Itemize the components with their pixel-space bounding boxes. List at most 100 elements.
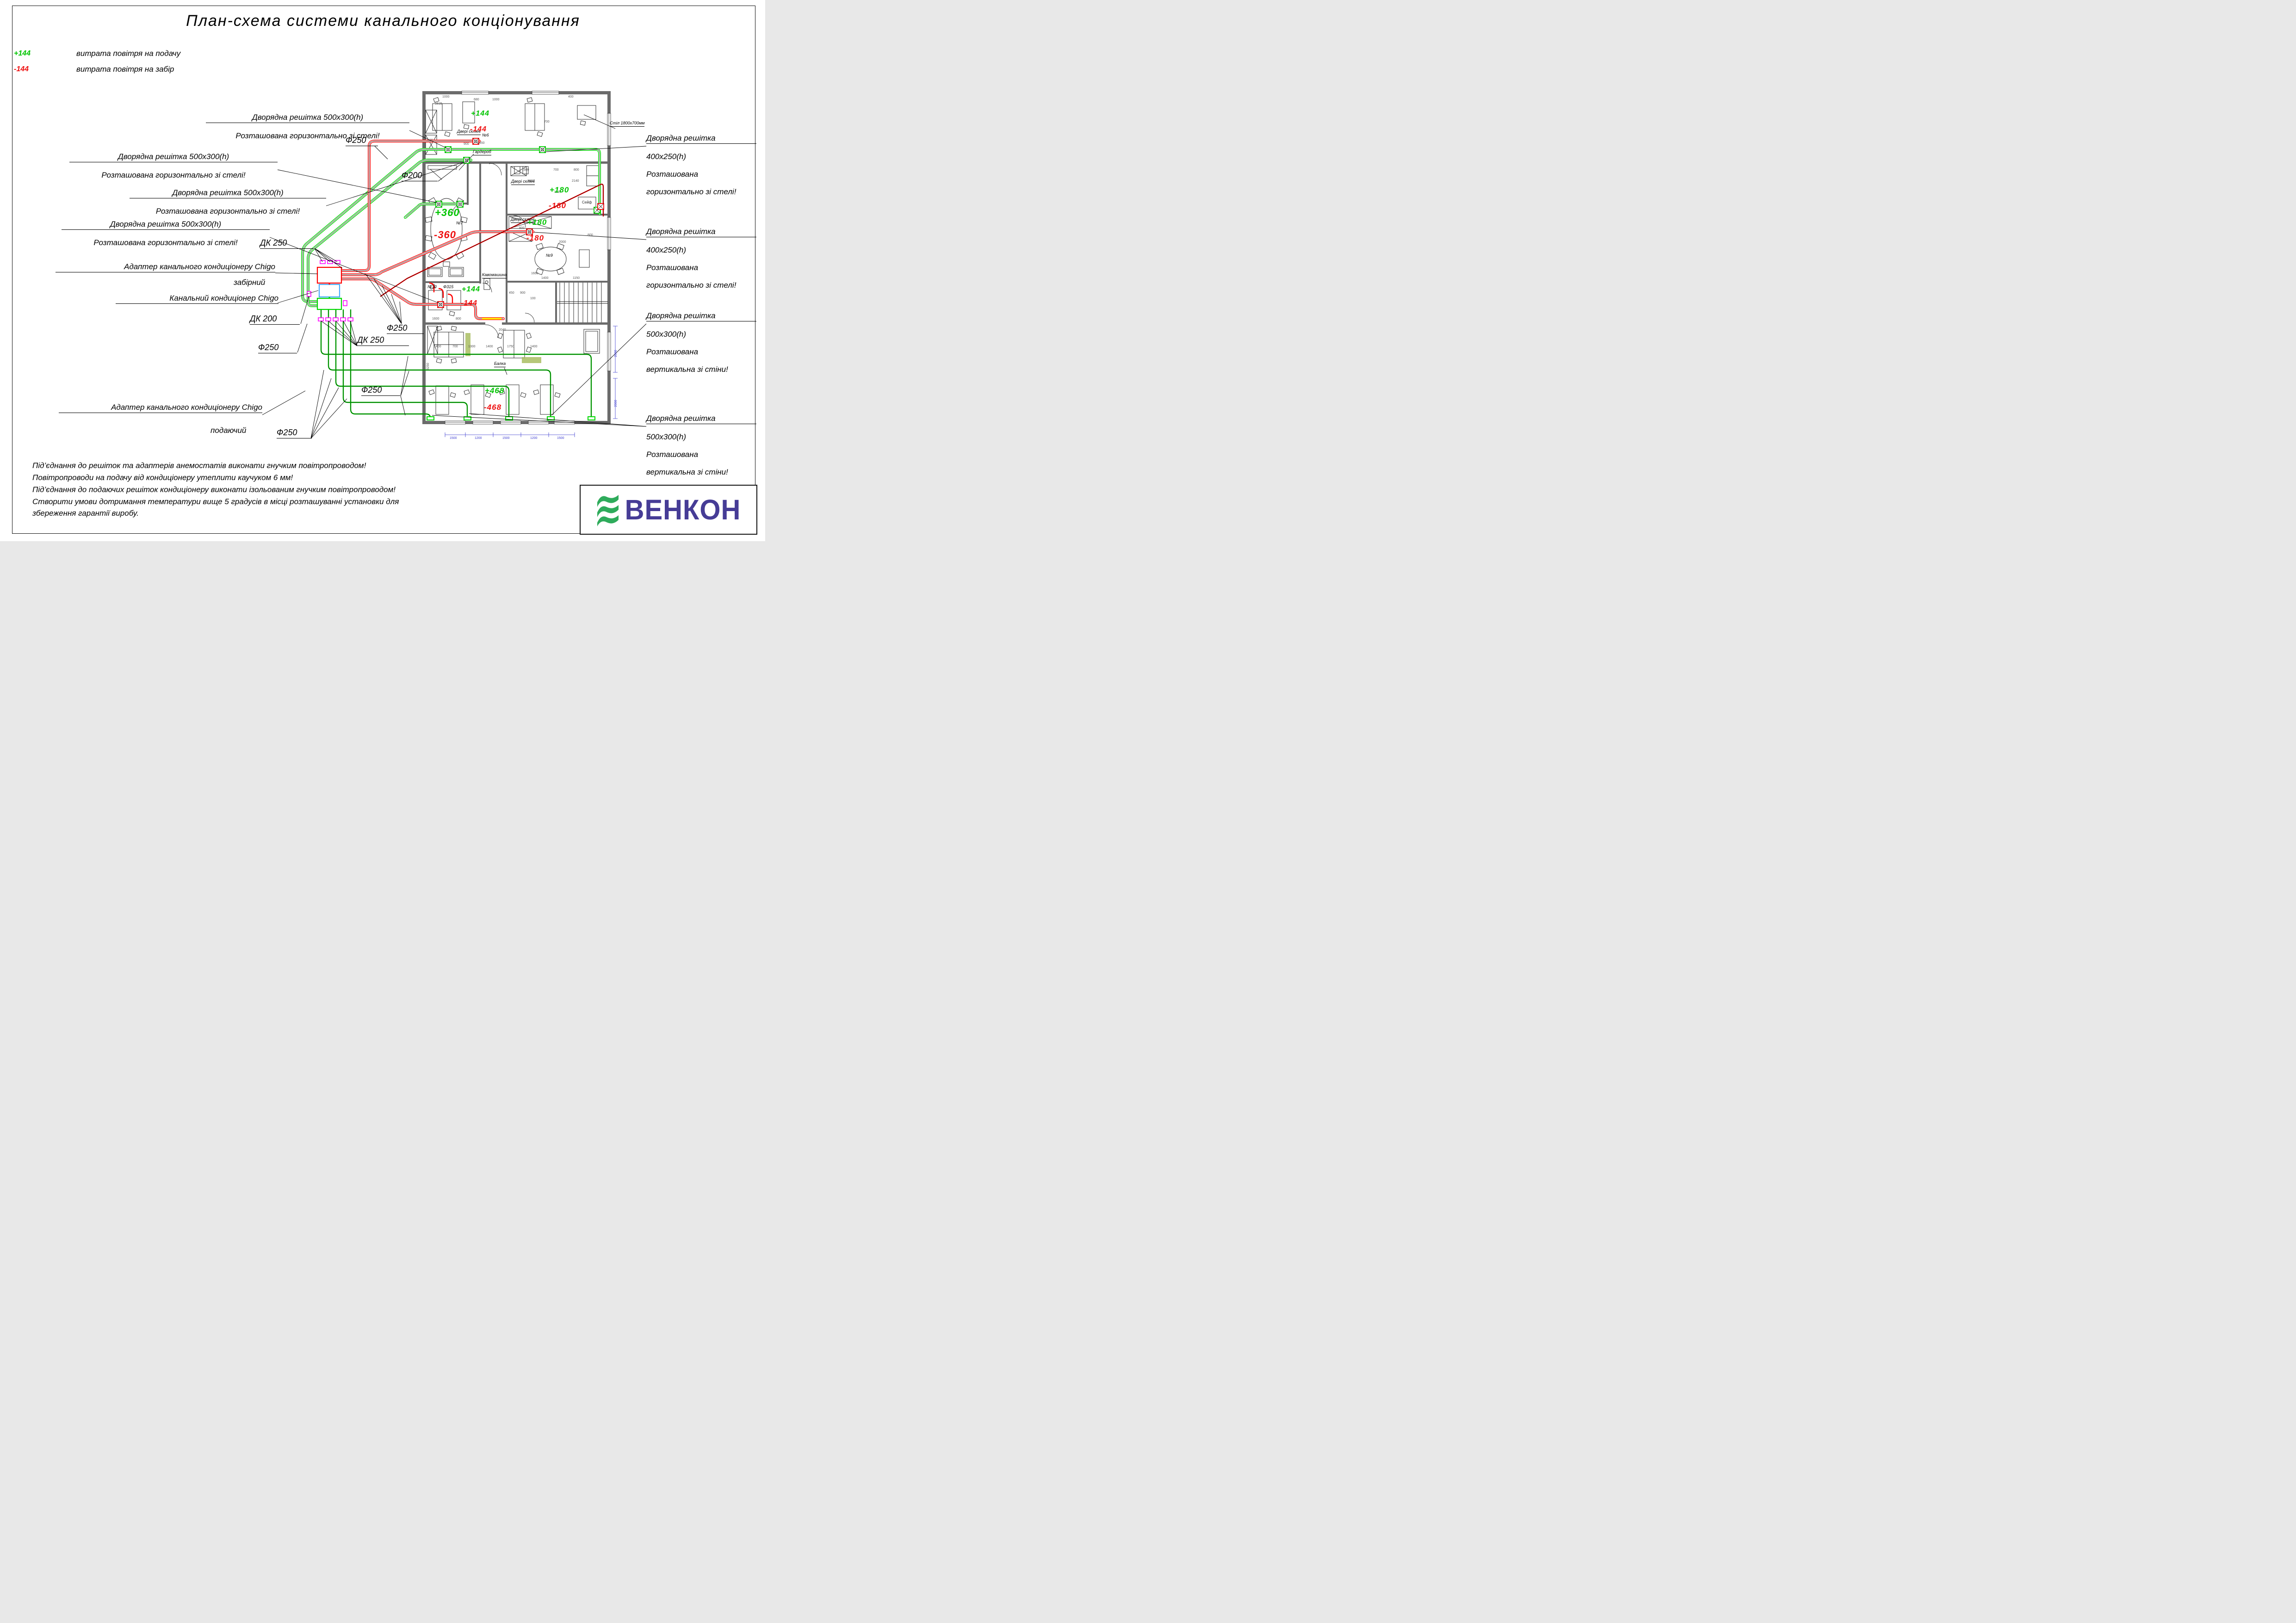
plan-linework — [262, 91, 647, 439]
duct-label-f250-mid: Ф250 — [387, 324, 424, 334]
flow-r9-return: -180 — [526, 234, 545, 242]
logo-text: ВЕНКОН — [625, 494, 741, 526]
dim: 100 — [530, 297, 536, 300]
annotation-r2-line3: Розташована — [646, 263, 699, 272]
annotation-grille1-line1: Дворядна решітка 500х300(h) — [206, 113, 409, 123]
annotation-r3-line1: Дворядна решітка — [646, 312, 756, 321]
annotation-r4-line4: вертикальна зі стіни! — [646, 468, 728, 476]
dim-blue: 1500 — [502, 437, 510, 440]
dim: 1120 — [554, 191, 562, 194]
supply-ducts — [303, 149, 600, 420]
dim: 1400 — [541, 277, 549, 280]
annotation-r1-line2: 400х250(h) — [646, 152, 687, 161]
dim: 2000 — [559, 241, 566, 244]
dim-blue: 2000 — [614, 400, 618, 407]
intake-adapter-box — [316, 266, 342, 284]
flow-r8-return: -180 — [549, 201, 567, 210]
ceiling-grilles — [435, 138, 604, 308]
dim: 2140 — [572, 179, 579, 183]
flow-r9-supply: +180 — [527, 218, 547, 227]
annotation-r4-line1: Дворядна решітка — [646, 414, 756, 424]
dim: 3250 — [427, 363, 430, 370]
annotation-grille2-line2: Розташована горизонтально зі стелі! — [101, 171, 246, 179]
dim: 700 — [452, 345, 458, 348]
dim: 1600 — [531, 272, 538, 275]
dim: 1600 — [432, 317, 439, 321]
dim: 1515 — [435, 102, 442, 105]
note-line: Під’єднання до решіток та адаптерів анем… — [32, 461, 366, 470]
shaft-boxes — [425, 110, 552, 354]
dim: 1750 — [507, 345, 514, 348]
note-line: Під’єднання до подаючих решіток кондиціо… — [32, 485, 396, 494]
duct-label-f250-top: Ф250 — [346, 136, 378, 146]
windows — [445, 91, 611, 425]
duct-label-dk200: ДК 200 — [250, 315, 300, 325]
annotation-grille4-line2: Розташована горизонтально зі стелі! — [93, 238, 238, 247]
dim: 1400 — [434, 345, 441, 348]
annotation-r4-line3: Розташована — [646, 450, 699, 459]
company-logo: ВЕНКОН — [580, 485, 757, 535]
dim: 800 — [519, 227, 525, 230]
room7-label: №7 — [456, 221, 463, 225]
annotation-r1-line3: Розташована — [646, 170, 699, 179]
annotation-r3-line3: Розташована — [646, 347, 699, 356]
dim: 1150 — [573, 277, 580, 280]
label-supply-adapter-line2: подаючий — [210, 426, 247, 435]
blue-dimension-lines — [445, 326, 618, 437]
dim: 1400 — [486, 345, 493, 348]
return-ducts — [341, 141, 604, 319]
annotation-r2-line2: 400х250(h) — [646, 246, 687, 254]
dim: 1600 — [522, 168, 529, 172]
sheet-border — [12, 6, 755, 534]
dim: 800 — [588, 234, 593, 237]
hvac-unit — [316, 266, 342, 310]
label-supply-adapter-line1: Адаптер канального кондиціонеру Chigo — [59, 403, 262, 413]
annotation-grille4-line1: Дворядна решітка 500х300(h) — [62, 220, 270, 230]
flow-office-return: -468 — [484, 403, 502, 412]
annotation-r4-line2: 500х300(h) — [646, 432, 687, 441]
wardrobe-label: Гардероб — [473, 149, 491, 156]
flow-r10-return: -144 — [461, 299, 478, 307]
dim: 1450 — [477, 142, 485, 145]
table-label: Стіл 1800х700мм — [610, 121, 645, 127]
room6-label: №6 — [482, 133, 489, 137]
legend-return-text: витрата повітря на забір — [76, 65, 174, 74]
dim: 2000 — [527, 179, 535, 183]
duct-label-dk250-upper: ДК 250 — [260, 239, 314, 249]
note-line: Створити умови дотримання температури ви… — [32, 497, 399, 506]
furniture — [425, 97, 608, 415]
annotation-grille1-line2: Розташована горизонтально зі стелі! — [235, 131, 380, 140]
annotation-r3-line2: 500х300(h) — [646, 330, 687, 339]
dim-blue: 2000 — [614, 350, 618, 357]
dim-blue: 1200 — [530, 437, 538, 440]
dim: 1000 — [442, 95, 450, 99]
dim: 1000 — [492, 98, 500, 101]
flow-r7-return: -360 — [434, 229, 457, 241]
legend-return-value: -144 — [14, 65, 29, 73]
label-intake-adapter-line1: Адаптер канального кондиціонеру Chigo — [56, 263, 275, 272]
flow-office-supply: +468 — [485, 386, 505, 395]
glass-door-label-2: Двері скляні — [511, 179, 535, 185]
dim: 450 — [509, 291, 514, 295]
dim: 700 — [544, 120, 550, 123]
conditioner-box — [318, 284, 340, 298]
legend-supply-value: +144 — [14, 49, 31, 57]
label-intake-adapter-line2: забірний — [234, 278, 266, 287]
dim: 680 — [474, 98, 479, 101]
coffee-machine-label: Кавомашина — [482, 272, 507, 279]
flow-r8-supply: +180 — [550, 185, 569, 194]
annotation-r3-line4: вертикальна зі стіни! — [646, 365, 728, 374]
beam-label: Балка — [494, 361, 506, 368]
note-line: Повітропроводи на подачу від кондиціонер… — [32, 473, 293, 482]
drawing-sheet: План-схема системи канального конціонува… — [0, 0, 765, 541]
dim: 1400 — [530, 345, 538, 348]
annotation-r2-line4: горизонтально зі стелі! — [646, 281, 736, 290]
leader-lines — [262, 114, 647, 439]
duct-label-f250-left: Ф250 — [258, 343, 297, 353]
dim: 900 — [520, 291, 526, 295]
dim: 400 — [568, 95, 574, 99]
dim: 900 — [464, 142, 469, 146]
annotation-r2-line1: Дворядна решітка — [646, 228, 756, 237]
dim: 700 — [553, 168, 559, 172]
duct-label-f250-bottomleft: Ф250 — [277, 428, 312, 438]
